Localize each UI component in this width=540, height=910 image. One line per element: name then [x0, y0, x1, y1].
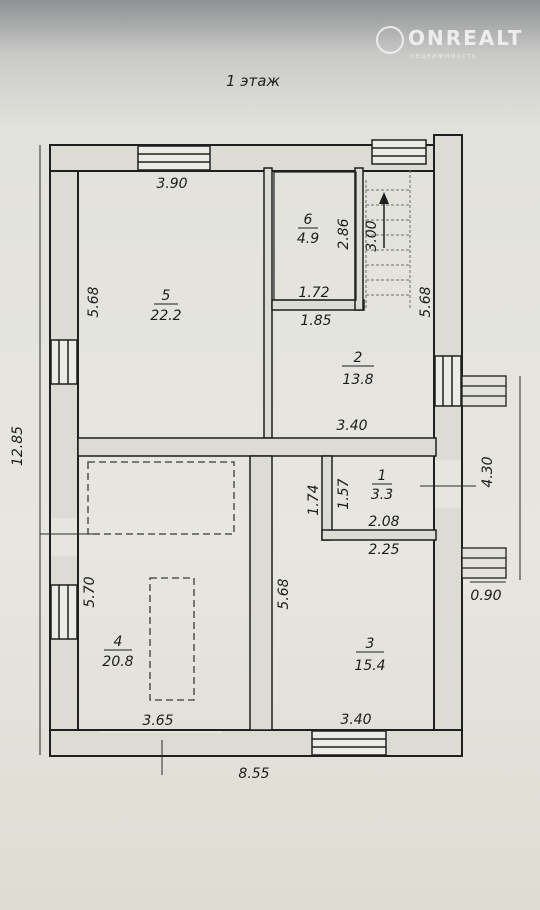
porch — [461, 375, 507, 579]
dim-room3-height: 5.68 — [276, 578, 292, 609]
dim-room1-height-inner: 1.57 — [336, 478, 352, 509]
room-labels: 5 22.2 6 4.9 2 13.8 1 3.3 3 15.4 4 20.8 — [102, 212, 393, 674]
dim-room5-width: 3.90 — [156, 176, 187, 192]
dim-porch-length: 4.30 — [480, 456, 496, 487]
dim-room4-width: 3.65 — [142, 713, 173, 729]
dim-room6-width: 1.72 — [298, 285, 329, 301]
room-6-area: 4.9 — [297, 231, 319, 247]
dim-room1-height-outer: 1.74 — [306, 484, 322, 515]
dim-room1-width-inner: 2.08 — [368, 514, 399, 530]
floor-title: 1 этаж — [226, 72, 280, 90]
room-3-number: 3 — [366, 636, 375, 652]
dashed-fixtures — [87, 461, 235, 701]
windows — [50, 139, 462, 756]
room-5-number: 5 — [162, 288, 171, 304]
room-6-outline — [273, 171, 357, 301]
dimension-lines — [39, 145, 521, 775]
dim-stair-length: 3.00 — [364, 220, 380, 251]
room-5-area: 22.2 — [150, 308, 181, 324]
room-4-area: 20.8 — [102, 654, 133, 670]
dim-room6-height: 2.86 — [336, 218, 352, 249]
dim-porch-width: 0.90 — [470, 588, 501, 604]
room-1-number: 1 — [378, 468, 387, 484]
dim-stair-gap: 1.85 — [300, 313, 331, 329]
dim-total-width: 8.55 — [238, 766, 269, 782]
interior-walls — [77, 167, 437, 731]
room-2-number: 2 — [354, 350, 363, 366]
stair-arrow-icon — [379, 192, 389, 248]
room-3-area: 15.4 — [354, 658, 385, 674]
watermark-logo-icon — [376, 26, 404, 54]
staircase — [365, 170, 411, 310]
watermark: ONREALT недвижимость — [376, 24, 526, 64]
dim-total-height: 12.85 — [10, 426, 26, 466]
dim-room4-height: 5.70 — [82, 576, 98, 607]
dim-room1-width-outer: 2.25 — [368, 542, 399, 558]
watermark-subtitle: недвижимость — [410, 52, 477, 60]
room-2-area: 13.8 — [342, 372, 373, 388]
room-6-number: 6 — [304, 212, 313, 228]
room-4-number: 4 — [114, 634, 123, 650]
outer-walls — [49, 134, 463, 757]
openings — [51, 460, 461, 733]
dimension-labels: 3.90 5.68 2.86 3.00 1.72 1.85 5.68 3.40 … — [10, 176, 502, 782]
dim-room2-width: 3.40 — [336, 418, 367, 434]
room-1-area: 3.3 — [371, 487, 393, 503]
dim-room3-width: 3.40 — [340, 712, 371, 728]
dim-room2-height: 5.68 — [418, 286, 434, 317]
watermark-brand: ONREALT — [408, 26, 524, 50]
dim-room5-height: 5.68 — [86, 286, 102, 317]
